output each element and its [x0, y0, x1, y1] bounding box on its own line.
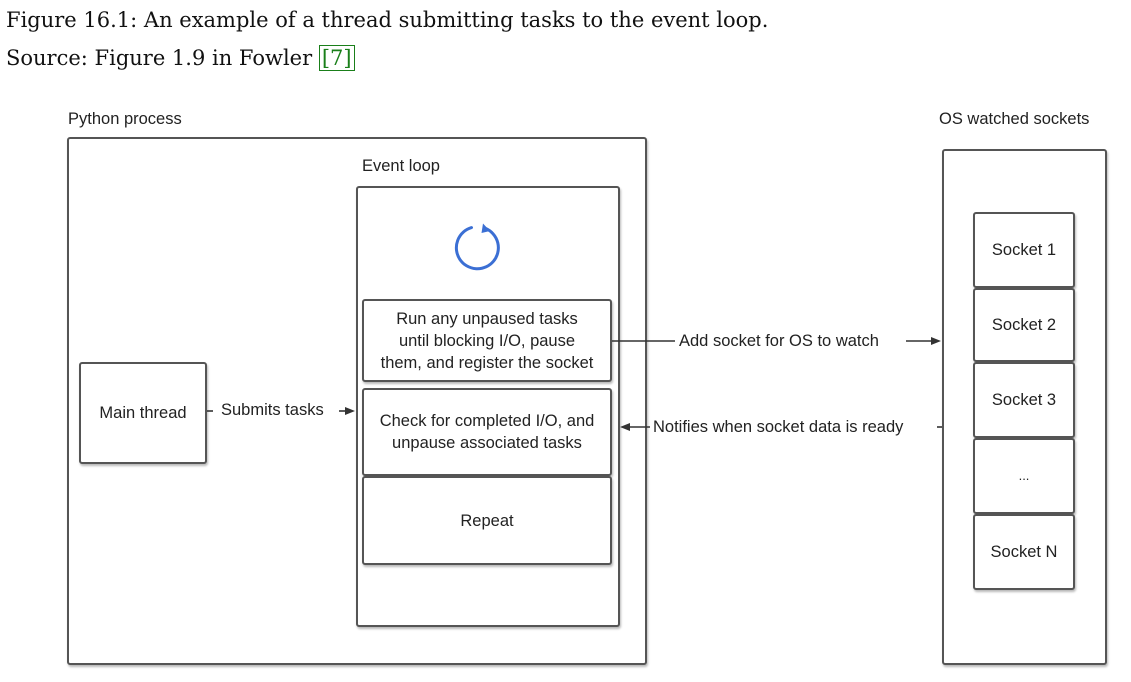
socket-box — [973, 514, 1075, 590]
socket-box — [973, 362, 1075, 438]
socket-box — [973, 288, 1075, 362]
source-text: Source: Figure 1.9 in Fowler — [6, 46, 319, 70]
socket-box — [973, 438, 1075, 514]
add-socket-label: Add socket for OS to watch — [679, 332, 879, 350]
os-watched-sockets-label: OS watched sockets — [939, 110, 1090, 128]
figure-caption: Figure 16.1: An example of a thread subm… — [6, 8, 769, 32]
notifies-label: Notifies when socket data is ready — [653, 418, 904, 436]
loop-step-run-box — [362, 299, 612, 382]
socket-label: Socket N — [990, 543, 1058, 561]
main-thread-box — [79, 362, 207, 464]
loop-step-repeat-box — [362, 476, 612, 565]
socket-label: ... — [1018, 468, 1030, 483]
refresh-icon — [454, 223, 500, 271]
loop-step-repeat-text: Repeat — [460, 511, 514, 530]
loop-step-check-text: Check for completed I/O, and unpause ass… — [379, 412, 595, 452]
event-loop-label: Event loop — [362, 157, 440, 175]
source-line: Source: Figure 1.9 in Fowler [7] — [6, 45, 355, 71]
socket-label: Socket 3 — [991, 391, 1057, 409]
main-thread-text: Main thread — [99, 404, 187, 422]
loop-step-run-text: Run any unpaused tasks until blocking I/… — [380, 309, 594, 372]
citation-link[interactable]: [7] — [318, 45, 355, 71]
socket-label: Socket 2 — [991, 316, 1057, 334]
add-socket-arrowhead — [931, 337, 941, 345]
submits-tasks-arrowhead — [345, 407, 355, 415]
python-process-label: Python process — [68, 110, 182, 128]
notifies-arrowhead — [620, 423, 630, 431]
socket-box — [973, 212, 1075, 288]
socket-label: Socket 1 — [991, 241, 1057, 259]
submits-tasks-label: Submits tasks — [221, 401, 324, 419]
loop-step-check-box — [362, 388, 612, 476]
